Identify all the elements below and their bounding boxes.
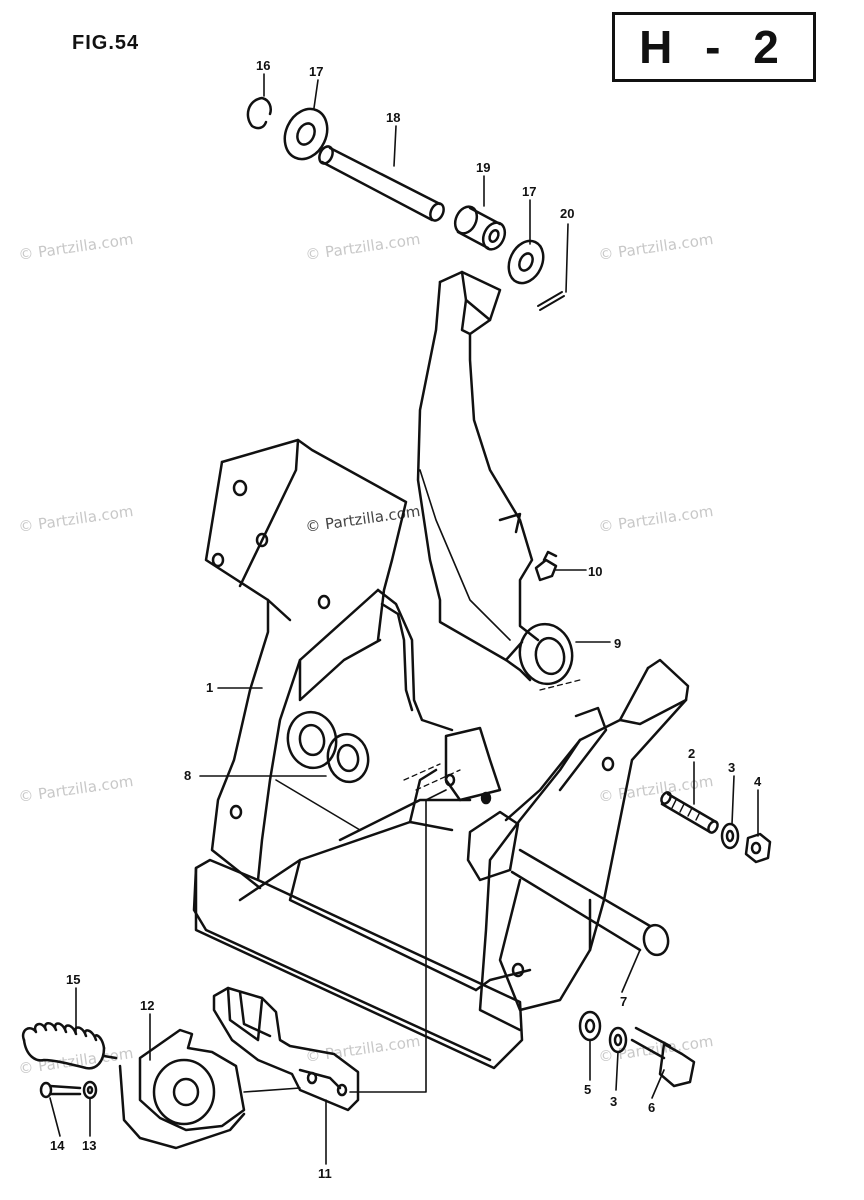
callout-15: 15 (66, 972, 81, 987)
swivel-bracket-1 (192, 438, 532, 1070)
callout-17: 17 (309, 64, 324, 79)
dashed-alignment-lines (403, 679, 581, 791)
washer-17-upper (283, 107, 329, 161)
callout-1: 1 (206, 680, 214, 695)
callout-16: 16 (256, 58, 271, 73)
callout-2: 2 (688, 746, 696, 761)
callout-12: 12 (140, 998, 155, 1013)
cotter-pin-20 (537, 291, 565, 311)
pin-18 (318, 145, 445, 222)
lock-plate-11 (212, 986, 360, 1112)
spring-15 (21, 1022, 118, 1070)
washer-3-lower (608, 1026, 628, 1054)
callout-8: 8 (184, 768, 192, 783)
bushing-8 (286, 710, 370, 784)
callout-10: 10 (588, 564, 603, 579)
tilt-lever-arm (416, 270, 574, 686)
leader-lines (49, 73, 759, 1165)
grease-fitting-10 (534, 550, 558, 582)
callout-4: 4 (754, 774, 762, 789)
callout-11: 11 (318, 1166, 332, 1181)
callout-3: 3 (728, 760, 736, 775)
figure-title: FIG.54 (72, 32, 140, 54)
callout-20: 20 (560, 206, 575, 221)
washer-13 (82, 1080, 98, 1100)
washer-3-upper (720, 822, 740, 850)
callout-17: 17 (522, 184, 537, 199)
washer-17-lower (507, 239, 545, 285)
section-code-box: H - 2 (612, 12, 816, 82)
reverse-lock-arm (444, 658, 690, 1032)
callout-9: 9 (614, 636, 622, 651)
bushing-19 (453, 205, 507, 251)
cam-12 (118, 1028, 246, 1150)
callout-6: 6 (648, 1100, 656, 1115)
section-code: H - 2 (639, 21, 789, 73)
callout-13: 13 (82, 1138, 97, 1153)
snap-ring-16 (246, 96, 272, 130)
bolt-6 (630, 1026, 696, 1088)
callout-14: 14 (50, 1138, 65, 1153)
nut-4 (744, 832, 772, 864)
washer-5 (578, 1010, 602, 1042)
stud-bolt-2 (660, 791, 719, 834)
callout-19: 19 (476, 160, 491, 175)
callout-18: 18 (386, 110, 401, 125)
callout-3: 3 (610, 1094, 618, 1109)
screw-14 (39, 1081, 82, 1099)
callout-7: 7 (620, 994, 628, 1009)
callout-5: 5 (584, 1082, 592, 1097)
